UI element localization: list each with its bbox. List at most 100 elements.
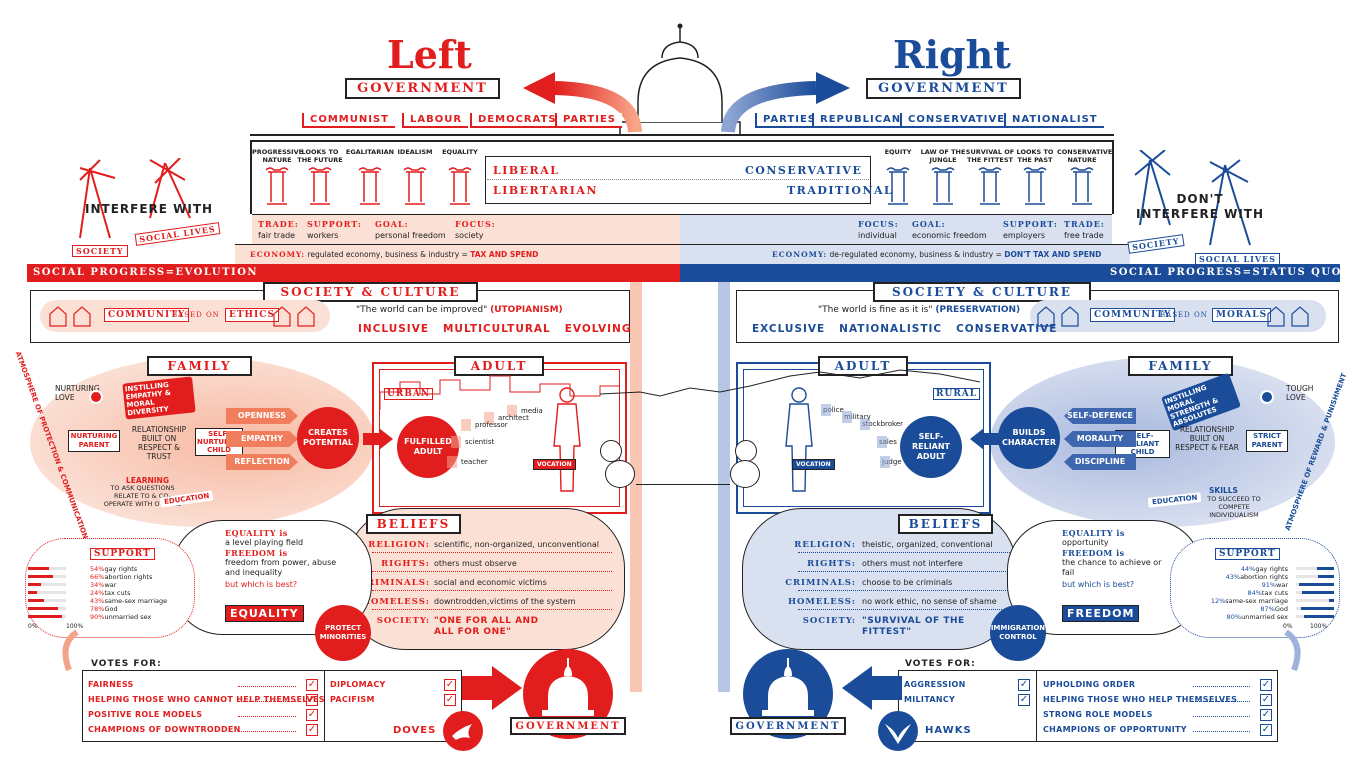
belief-divider <box>798 552 1038 553</box>
policy-band-right <box>680 214 1112 244</box>
pillar-icon <box>1023 167 1047 205</box>
support-label: abortion rights <box>1240 573 1288 581</box>
job-label: media <box>521 407 543 415</box>
support-row: 44%gay rights <box>1168 565 1288 573</box>
best-right: FREEDOM <box>1062 605 1140 622</box>
support-bar <box>1299 583 1334 586</box>
job-label: professor <box>475 421 508 429</box>
checkbox-icon: ✓ <box>444 679 456 691</box>
job-icon <box>877 436 887 448</box>
belief-key: HOMELESS: <box>787 597 856 607</box>
support-bar-track <box>1296 567 1334 570</box>
belief-key: SOCIETY: <box>802 616 856 626</box>
nurturing-parent: NURTURING PARENT <box>68 430 120 452</box>
social-progress-left: SOCIAL PROGRESS=EVOLUTION <box>33 267 259 278</box>
support-bar-track <box>28 599 66 602</box>
ethics-label: ETHICS <box>225 308 279 322</box>
temple-roof <box>250 134 1114 142</box>
vocation-left: VOCATION <box>533 459 576 470</box>
support-row: 80%unmarried sex <box>1168 613 1288 621</box>
ideology-box <box>485 156 871 204</box>
belief-key: RIGHTS: <box>381 559 430 569</box>
belief-divider <box>372 590 612 591</box>
votes-box-right-divider <box>1036 670 1037 742</box>
support-pct: 44% <box>1240 565 1256 573</box>
party-democrats: DEMOCRATS <box>470 113 563 128</box>
support-row: 66%abortion rights <box>90 573 152 581</box>
adult-ribbon-left: ADULT <box>454 356 544 376</box>
pillar-icon <box>403 167 427 205</box>
traits-right: EXCLUSIVE NATIONALISTIC CONSERVATIVE <box>752 323 1058 335</box>
belief-value: "ONE FOR ALL AND ALL FOR ONE" <box>434 616 539 637</box>
support-bar <box>1303 615 1334 618</box>
adult-ribbon-right: ADULT <box>818 356 908 376</box>
support-pct: 24% <box>90 589 105 597</box>
checkbox-icon: ✓ <box>1018 679 1030 691</box>
morals-label: MORALS <box>1212 308 1272 322</box>
ideology-traditional: TRADITIONAL <box>787 184 894 197</box>
policy-key: SUPPORT: <box>1003 219 1058 229</box>
policy-value: society <box>455 231 484 240</box>
support-row: 78%God <box>90 605 118 613</box>
thought-bubble <box>605 460 635 488</box>
right-government-ribbon: GOVERNMENT <box>866 78 1021 99</box>
pillar-icon <box>886 167 910 205</box>
job-icon <box>860 418 870 430</box>
support-row: 12%same-sex marriage <box>1168 597 1288 605</box>
support-label: gay rights <box>1255 565 1288 573</box>
society-tag-left: SOCIETY <box>72 245 128 257</box>
pillar-label: EGALITARIAN <box>345 148 395 156</box>
checkbox-icon: ✓ <box>444 694 456 706</box>
support-bar <box>1300 607 1334 610</box>
vote-leader <box>1193 686 1250 687</box>
policy-value: economic freedom <box>912 231 987 240</box>
quote-left: "The world can be improved" (UTOPIANISM) <box>356 305 563 315</box>
party-labour: LABOUR <box>402 113 469 128</box>
support-pct: 43% <box>1225 573 1241 581</box>
heart-icon <box>1260 390 1274 404</box>
party-republican: REPUBLICAN <box>812 113 908 128</box>
job-label: architect <box>498 414 529 422</box>
social-progress-right: SOCIAL PROGRESS=STATUS QUO <box>1110 267 1342 278</box>
support-pct: 34% <box>90 581 105 589</box>
support-bar <box>28 607 58 610</box>
ideology-libertarian: LIBERTARIAN <box>493 184 599 197</box>
support-pct: 91% <box>1261 581 1277 589</box>
support-label: tax cuts <box>1261 589 1288 597</box>
hawk-icon <box>878 711 918 751</box>
support-pct: 12% <box>1210 597 1226 605</box>
checkbox-icon: ✓ <box>306 679 318 691</box>
ideology-liberal: LIBERAL <box>493 164 560 177</box>
checkbox-icon: ✓ <box>1260 679 1272 691</box>
policy-item: SUPPORT:employers <box>1003 219 1058 241</box>
vote-leader <box>1193 731 1250 732</box>
gov-ribbon-right: GOVERNMENT <box>730 717 846 735</box>
support-bar-track <box>28 583 66 586</box>
protect-minorities-badge: PROTECT MINORITIES <box>315 605 371 661</box>
pillar-label: LAW OF THE JUNGLE <box>920 148 966 164</box>
policy-key: GOAL: <box>375 219 409 229</box>
social-progress-bar-left <box>27 264 680 282</box>
support-bar <box>28 575 54 578</box>
belief-divider <box>798 571 1038 572</box>
job-icon <box>842 411 852 423</box>
belief-key: CRIMINALS: <box>359 578 430 588</box>
party-nationalist: NATIONALIST <box>1004 113 1104 128</box>
policy-key: SUPPORT: <box>307 219 362 229</box>
support-label-right: SUPPORT <box>1215 548 1280 560</box>
support-pct: 66% <box>90 573 105 581</box>
houses-icon <box>49 306 91 327</box>
support-row: 91%war <box>1168 581 1288 589</box>
economy-right: ECONOMY: de-regulated economy, business … <box>772 250 1102 259</box>
pillar-icon <box>308 167 332 205</box>
vote-leader <box>1193 701 1250 702</box>
policy-value: fair trade <box>258 231 296 240</box>
person-figure-icon <box>553 387 581 492</box>
job-label: judge <box>882 458 902 466</box>
pillar-label: PROGRESSIVE NATURE <box>252 148 304 164</box>
policy-key: TRADE: <box>1064 219 1105 229</box>
pillar-icon <box>448 167 472 205</box>
policy-item: FOCUS:society <box>455 219 496 241</box>
hawks-label: HAWKS <box>925 725 972 736</box>
support-label: gay rights <box>104 565 138 573</box>
